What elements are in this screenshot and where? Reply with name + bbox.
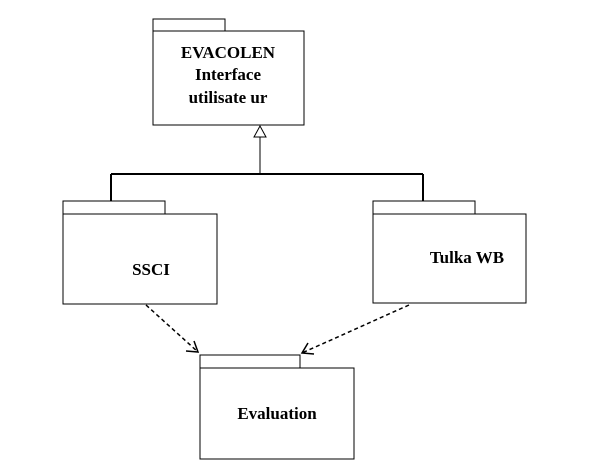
package-tulka-wb-body bbox=[372, 213, 527, 304]
package-evaluation-label: Evaluation bbox=[237, 404, 317, 423]
package-evacolen: EVACOLEN Interface utilisate ur bbox=[152, 18, 305, 126]
dependency-ssci-to-evaluation bbox=[145, 304, 200, 353]
dependency-arrowhead-ssci bbox=[185, 340, 200, 353]
package-ssci-label: SSCI bbox=[132, 260, 170, 279]
package-evaluation-tab bbox=[199, 354, 301, 369]
package-tulka-wb: Tulka WB bbox=[372, 200, 527, 304]
package-evaluation-body bbox=[199, 367, 355, 460]
dependency-line-ssci bbox=[145, 304, 199, 353]
package-ssci: SSCI bbox=[62, 200, 218, 305]
package-evacolen-tab bbox=[152, 18, 226, 32]
package-ssci-body bbox=[62, 213, 218, 305]
package-tulka-wb-label: Tulka WB bbox=[430, 248, 504, 267]
package-tulka-wb-tab bbox=[372, 200, 476, 215]
package-evacolen-title: EVACOLEN bbox=[181, 43, 276, 62]
dependency-line-tulka bbox=[301, 304, 410, 354]
package-evacolen-subtitle-line1: Interface bbox=[195, 65, 262, 84]
dependency-tulka-to-evaluation bbox=[300, 304, 410, 355]
dependency-arrowhead-tulka bbox=[300, 342, 315, 355]
package-evacolen-body bbox=[152, 30, 305, 126]
package-ssci-tab bbox=[62, 200, 166, 215]
package-evaluation: Evaluation bbox=[199, 354, 355, 460]
generalization-arrowhead bbox=[253, 124, 267, 138]
generalization-connector bbox=[110, 124, 424, 201]
package-evacolen-subtitle-line2: utilisate ur bbox=[189, 88, 268, 107]
